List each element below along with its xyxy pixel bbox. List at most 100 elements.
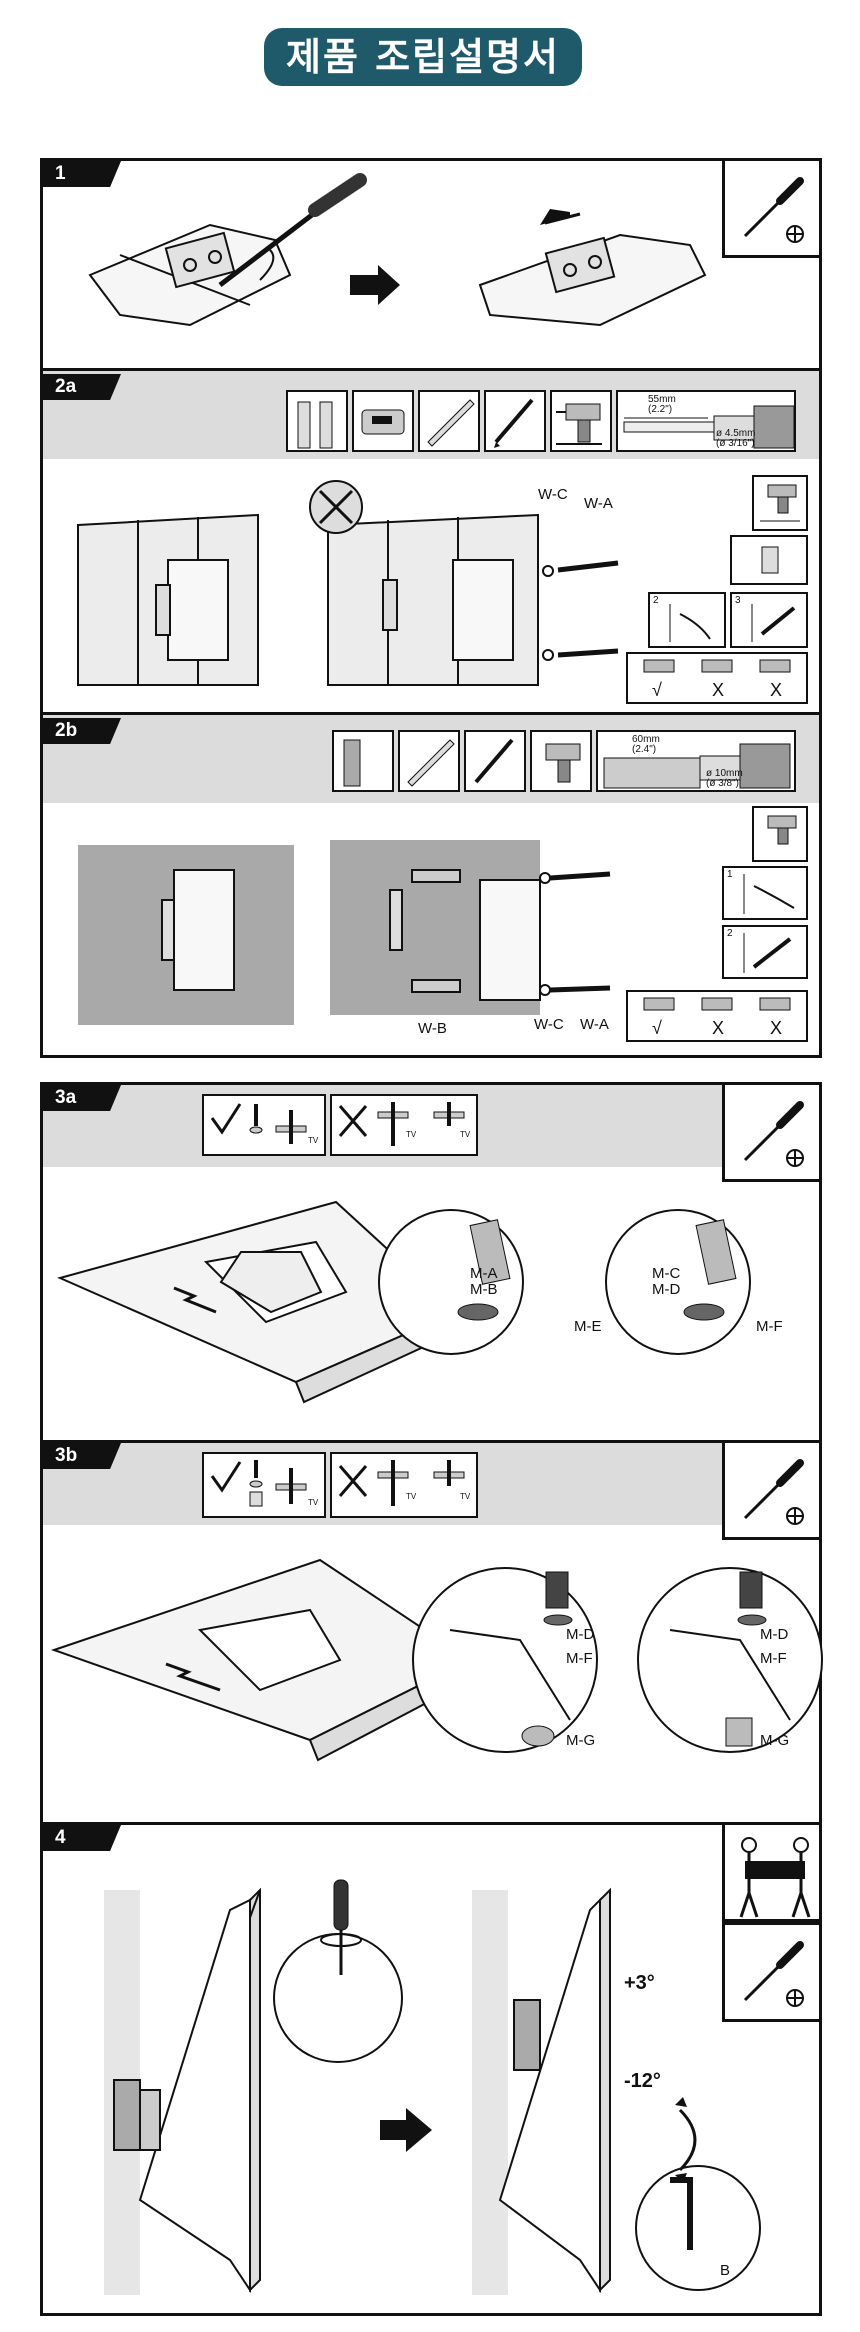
label-md-3b-2: M-D: [760, 1626, 789, 1643]
level-check-2a: √ X X: [626, 652, 808, 704]
step-number-1: 1: [43, 161, 121, 187]
tool-box-step1: [722, 158, 822, 258]
screwdriver-icon: [743, 1941, 804, 2007]
check-mark-2a: √: [652, 680, 662, 700]
drill-in: (ø 3/16"): [716, 438, 755, 449]
pencil-icon: [474, 738, 514, 784]
label-wa-2a: W-A: [584, 495, 613, 512]
label-md-3a: M-D: [652, 1281, 681, 1298]
label-mb-3a: M-B: [470, 1281, 498, 1298]
step4-illustration: [113, 1879, 761, 2294]
level-tool: [418, 390, 480, 452]
step2a-tools: 55mm (2.2") ø 4.5mm (ø 3/16"): [286, 390, 798, 454]
tv-label-3b-2: TV: [406, 1492, 417, 1501]
dim-mm: 55mm: [648, 394, 676, 405]
drill-icon: [545, 743, 581, 783]
step-number-3b: 3b: [43, 1443, 121, 1469]
drill-icon: [556, 403, 602, 445]
label-ma-3a: M-A: [470, 1265, 498, 1282]
sub-3-label: 3: [735, 595, 741, 606]
insert-anchor-icon: [669, 604, 711, 642]
stud-finder-icon: [361, 409, 405, 435]
divider-2b: [43, 712, 819, 715]
screwdriver-icon: [743, 177, 804, 238]
drill-icon-small-2a: [752, 475, 808, 531]
tilt-up-label: +3°: [624, 1972, 655, 1994]
label-wb-2b: W-B: [418, 1020, 447, 1037]
phillips-tip-icon: [786, 225, 804, 243]
check-mark-2b: √: [652, 1018, 662, 1038]
insert-anchor-icon: [743, 874, 795, 914]
dim-mm-2b: 60mm: [632, 734, 660, 745]
step2b-illustration: [161, 869, 611, 1001]
screwdriver-icon: [743, 1459, 804, 1525]
tilt-down-label: -12°: [624, 2070, 661, 2092]
label-wa-2b: W-A: [580, 1016, 609, 1033]
cross-1-2a: X: [712, 680, 725, 700]
divider-2a: [43, 368, 819, 371]
level-icon: [427, 399, 475, 447]
label-mf-3b-1: M-F: [566, 1650, 593, 1667]
cross-1-2b: X: [712, 1018, 725, 1038]
divider-3b: [43, 1440, 819, 1443]
label-wc-2b: W-C: [534, 1016, 564, 1033]
wrong-hardware-3b: TV TV: [330, 1452, 478, 1518]
label-mf-3b-2: M-F: [760, 1650, 787, 1667]
drill-mm: ø 4.5mm: [716, 428, 756, 439]
sub-step-1-2b: 1: [722, 866, 808, 920]
drill-mm-2b: ø 10mm: [706, 768, 743, 779]
drill-bit-icon: [623, 405, 795, 449]
level-bubbles-icon: [643, 997, 791, 1011]
step3b-illustration: [50, 1558, 823, 1762]
step-number-2b: 2b: [43, 718, 121, 744]
pencil-icon: [494, 398, 534, 448]
sub-2-label-2b: 2: [727, 928, 733, 939]
step-number-4: 4: [43, 1825, 121, 1851]
tool-box-step3b: [722, 1440, 822, 1540]
wrong-hardware-3a: TV TV: [330, 1094, 478, 1156]
label-mg-3b-1: M-G: [566, 1732, 596, 1749]
level-check-2b: √ X X: [626, 990, 808, 1042]
level-bubbles-icon: [643, 659, 791, 673]
step-number-3a: 3a: [43, 1085, 121, 1111]
level-tool-2b: [398, 730, 460, 792]
tool-box-step4: [722, 1922, 822, 2022]
cross-screw-icon: [338, 1102, 465, 1146]
sub-step-2-2a: 2: [648, 592, 726, 648]
tv-label-3a-3: TV: [460, 1130, 471, 1139]
label-b: B: [720, 2262, 731, 2279]
two-people-lift-icon: [739, 1837, 811, 1918]
stud-wall-tool: [286, 390, 348, 452]
drill-bit-spec: 55mm (2.2") ø 4.5mm (ø 3/16"): [616, 390, 796, 452]
step2b-tools: 60mm (2.4") ø 10mm (ø 3/8"): [332, 730, 798, 794]
tv-label-3b-1: TV: [308, 1498, 319, 1507]
concrete-wall-icon: [343, 739, 361, 787]
label-mc-3a: M-C: [652, 1265, 681, 1282]
screw-in-icon: [743, 933, 792, 973]
cross-2-2b: X: [770, 1018, 783, 1038]
correct-hardware-3b: TV: [202, 1452, 326, 1518]
wall-strip-right: [472, 1890, 508, 2295]
drill-bit-spec-2b: 60mm (2.4") ø 10mm (ø 3/8"): [596, 730, 796, 792]
step3a-illustration: [57, 1200, 751, 1404]
correct-hardware-3a: TV: [202, 1094, 326, 1156]
lift-box-step4: [722, 1822, 822, 1922]
sub-step-1-2a: [730, 535, 808, 585]
drill-small-icon: [767, 815, 797, 845]
divider-4: [43, 1822, 819, 1825]
tv-label-3a-1: TV: [308, 1136, 319, 1145]
label-mg-3b-2: M-G: [760, 1732, 790, 1749]
concrete-wall-tool: [332, 730, 394, 792]
dim-in: (2.2"): [648, 404, 673, 415]
drill-icon-small-2b: [752, 806, 808, 862]
sub-step-2-2b: 2: [722, 925, 808, 979]
screwdriver-icon: [743, 1101, 804, 1167]
sub-1-label-2b: 1: [727, 869, 733, 880]
cross-screw-icon: [338, 1460, 465, 1506]
sub-2-label: 2: [653, 595, 659, 606]
plug-icon: [761, 546, 779, 574]
drill-tool-2b: [530, 730, 592, 792]
check-washer-icon: [210, 1103, 307, 1144]
pencil-tool: [484, 390, 546, 452]
dim-in-2b: (2.4"): [632, 744, 657, 755]
